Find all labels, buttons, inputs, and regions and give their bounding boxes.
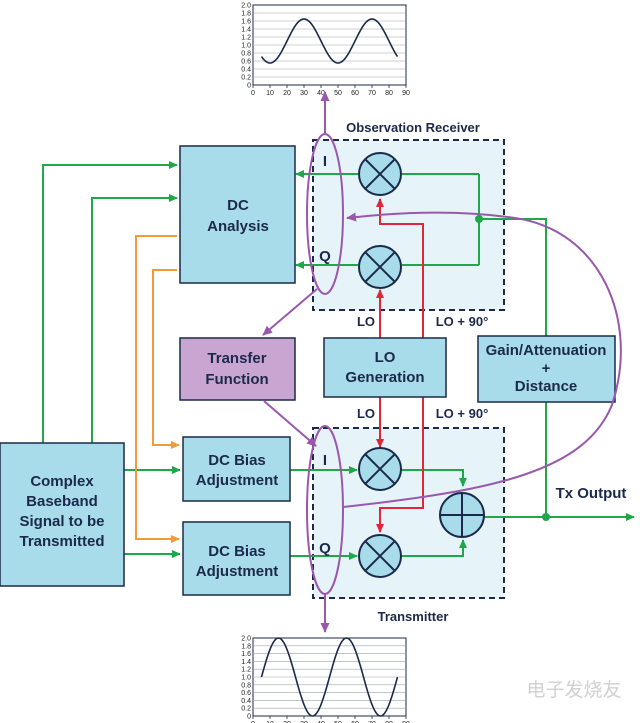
chart-series-line xyxy=(260,637,399,717)
green-signal-lines xyxy=(42,161,635,560)
y-tick-label: 0.2 xyxy=(241,75,251,82)
lo-generation-label: LO xyxy=(375,349,396,366)
lo-90-label: LO + 90° xyxy=(436,314,489,329)
dc-bias-adjustment-block-2 xyxy=(182,521,291,596)
dc-analysis-block xyxy=(179,145,296,284)
y-tick-label: 1.6 xyxy=(241,651,251,658)
mixers xyxy=(358,152,402,578)
tx-output-label: Tx Output xyxy=(556,485,627,502)
x-tick-label: 0 xyxy=(251,721,255,723)
x-tick-label: 10 xyxy=(266,721,274,723)
y-tick-label: 1.0 xyxy=(241,43,251,50)
q-label: Q xyxy=(319,248,331,265)
y-tick-label: 0.8 xyxy=(241,682,251,689)
x-tick-label: 50 xyxy=(334,90,342,97)
x-tick-label: 70 xyxy=(368,721,376,723)
lo-generation-block xyxy=(323,337,447,398)
mixer-icon xyxy=(358,245,402,289)
x-tick-label: 30 xyxy=(300,90,308,97)
transmitter-label: Transmitter xyxy=(378,609,449,624)
dc-analysis-label: Analysis xyxy=(207,218,269,235)
dc-bias-label: DC Bias xyxy=(208,452,266,469)
gain-attenuation-label: + xyxy=(542,360,551,377)
summer-icon xyxy=(439,492,485,538)
y-tick-label: 1.0 xyxy=(241,675,251,682)
x-tick-label: 40 xyxy=(317,90,325,97)
dc-analysis-label: DC xyxy=(227,197,249,214)
y-tick-label: 0 xyxy=(247,714,251,721)
y-tick-label: 2.0 xyxy=(241,636,251,643)
y-tick-label: 0.4 xyxy=(241,67,251,74)
complex-baseband-label: Complex xyxy=(30,473,94,490)
mixer-icon xyxy=(358,534,402,578)
x-tick-label: 90 xyxy=(402,721,410,723)
i-label: I xyxy=(323,452,327,469)
x-tick-label: 90 xyxy=(402,90,410,97)
mixer-icon xyxy=(358,152,402,196)
x-tick-label: 20 xyxy=(283,721,291,723)
y-tick-label: 0.6 xyxy=(241,690,251,697)
x-tick-label: 0 xyxy=(251,90,255,97)
i-label: I xyxy=(323,153,327,170)
junction-dot xyxy=(542,513,550,521)
lo-label: LO xyxy=(357,406,375,421)
bottom-waveform-chart: 00.20.40.60.81.01.21.41.61.82.0 01020304… xyxy=(241,636,410,723)
x-tick-label: 30 xyxy=(300,721,308,723)
dc-bias-adjustment-block-1 xyxy=(182,436,291,502)
dc-bias-label: Adjustment xyxy=(196,472,279,489)
y-tick-label: 0.4 xyxy=(241,698,251,705)
complex-baseband-block xyxy=(0,442,125,587)
x-tick-label: 10 xyxy=(266,90,274,97)
transfer-function-label: Function xyxy=(205,371,268,388)
dc-bias-label: DC Bias xyxy=(208,543,266,560)
complex-baseband-label: Signal to be xyxy=(19,513,104,530)
red-lo-lines xyxy=(376,198,424,533)
y-tick-label: 1.2 xyxy=(241,667,251,674)
x-tick-label: 80 xyxy=(385,90,393,97)
y-tick-label: 0.8 xyxy=(241,51,251,58)
x-tick-label: 80 xyxy=(385,721,393,723)
x-tick-label: 60 xyxy=(351,721,359,723)
y-tick-label: 0.2 xyxy=(241,706,251,713)
junction-dot xyxy=(475,215,483,223)
transfer-function-block xyxy=(179,337,296,401)
x-tick-label: 60 xyxy=(351,90,359,97)
x-tick-label: 20 xyxy=(283,90,291,97)
y-tick-label: 1.4 xyxy=(241,659,251,666)
mixer-icon xyxy=(358,447,402,491)
purple-feedback-lines xyxy=(262,91,622,633)
x-tick-label: 40 xyxy=(317,721,325,723)
y-tick-label: 1.2 xyxy=(241,35,251,42)
gain-attenuation-label: Gain/Attenuation xyxy=(486,342,607,359)
y-tick-label: 1.4 xyxy=(241,27,251,34)
y-tick-label: 1.8 xyxy=(241,11,251,18)
y-tick-label: 0.6 xyxy=(241,59,251,66)
lo-90-label: LO + 90° xyxy=(436,406,489,421)
complex-baseband-label: Baseband xyxy=(26,493,98,510)
observation-receiver-label: Observation Receiver xyxy=(346,120,480,135)
y-tick-label: 1.6 xyxy=(241,19,251,26)
y-tick-label: 0 xyxy=(247,83,251,90)
x-tick-label: 70 xyxy=(368,90,376,97)
y-tick-label: 1.8 xyxy=(241,643,251,650)
lo-label: LO xyxy=(357,314,375,329)
transfer-function-label: Transfer xyxy=(207,350,266,367)
dc-bias-label: Adjustment xyxy=(196,563,279,580)
y-tick-label: 2.0 xyxy=(241,3,251,10)
watermark-text: 电子发烧友 xyxy=(526,679,621,701)
orange-control-lines xyxy=(135,235,180,543)
gain-attenuation-block xyxy=(477,335,616,403)
complex-baseband-label: Transmitted xyxy=(19,533,104,550)
gain-attenuation-label: Distance xyxy=(515,378,578,395)
q-label: Q xyxy=(319,540,331,557)
chart-series-line xyxy=(260,18,399,64)
lo-generation-label: Generation xyxy=(345,369,424,386)
x-tick-label: 50 xyxy=(334,721,342,723)
